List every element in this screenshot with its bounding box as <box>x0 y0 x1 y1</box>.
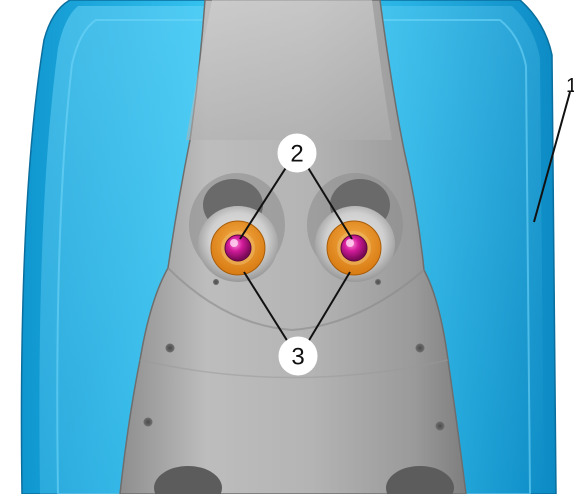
screw-with-washer-icon <box>210 220 266 276</box>
leader-line-1 <box>533 91 571 223</box>
plate-hole <box>415 343 425 353</box>
leader-line-3-left <box>243 271 289 343</box>
left-fastener-assembly <box>189 173 285 282</box>
plate-hole <box>435 421 445 431</box>
callout-label-3: 3 <box>291 344 304 371</box>
callout-label-2: 2 <box>290 141 303 168</box>
plate-cutout-left <box>154 466 222 494</box>
plate-hole <box>375 279 381 285</box>
plate-hole <box>143 417 153 427</box>
plate-cutout-right <box>386 466 454 494</box>
callout-2: 2 <box>277 133 317 173</box>
plate-hole <box>213 279 219 285</box>
leader-line-3-right <box>307 271 351 343</box>
right-fastener-assembly <box>307 173 403 282</box>
callout-label-1: 1 <box>566 75 574 97</box>
leader-lines <box>239 91 571 343</box>
leader-line-2-left <box>239 165 288 240</box>
gray-plate <box>119 0 467 494</box>
callout-3: 3 <box>278 336 318 376</box>
leader-line-2-right <box>306 165 353 240</box>
callout-1: 1 <box>566 75 574 97</box>
plate-hole <box>165 343 175 353</box>
screw-with-washer-icon <box>326 220 382 276</box>
